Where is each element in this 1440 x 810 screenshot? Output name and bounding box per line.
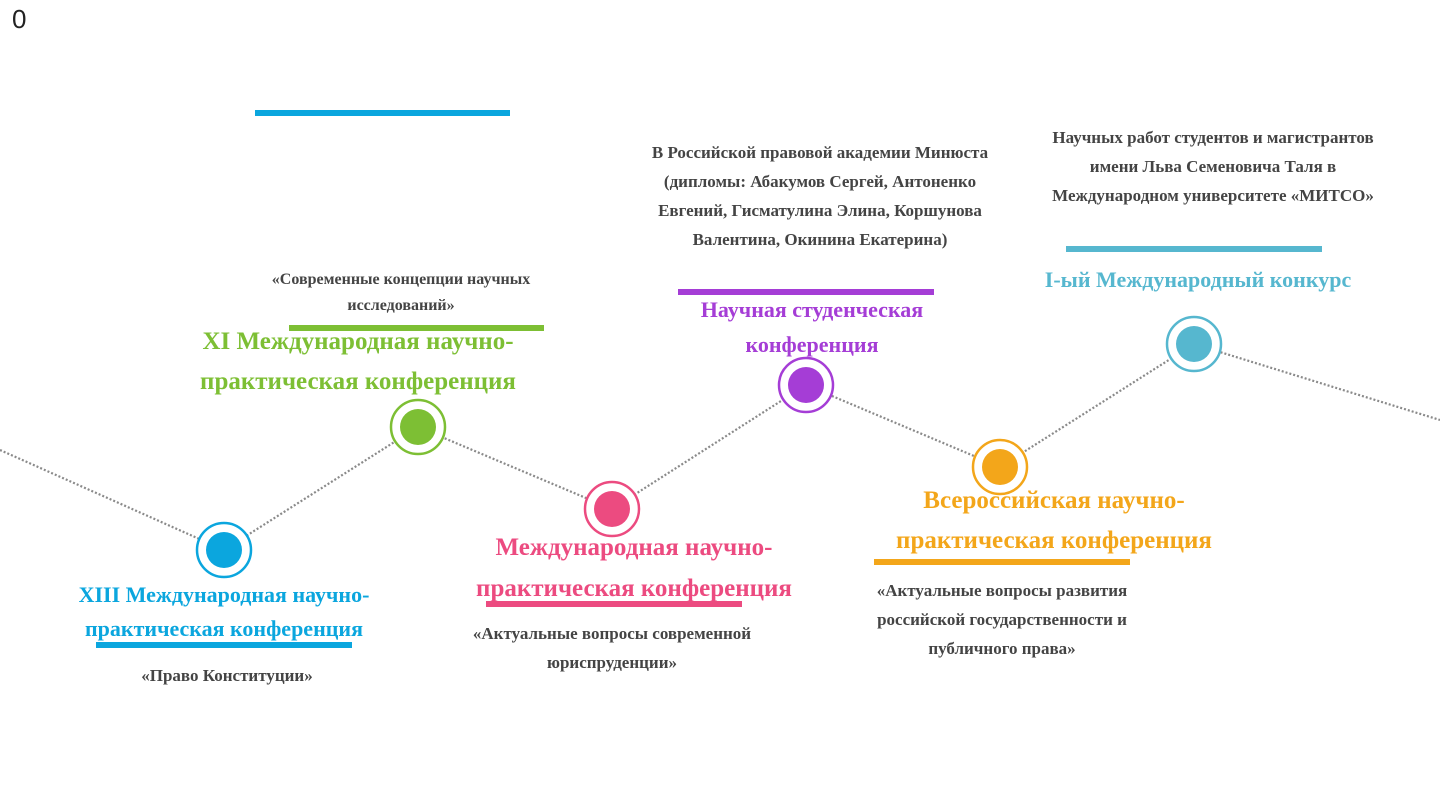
event-title-student: Научная студенческая конференция xyxy=(700,297,924,357)
event-description-xiii: «Право Конституции» xyxy=(141,666,313,685)
event-description-international: «Актуальные вопросы современной юриспруд… xyxy=(472,624,752,672)
decorative-bar xyxy=(255,110,510,116)
event-title-xiii: XIII Международная научно-практическая к… xyxy=(78,582,370,641)
event-underline-student xyxy=(678,289,934,295)
timeline-node-all-russian[interactable] xyxy=(971,438,1029,496)
event-title-all-russian: Всероссийская научно-практическая конфер… xyxy=(896,487,1212,554)
timeline-node-xi[interactable] xyxy=(389,398,447,456)
page-number: 0 xyxy=(12,4,27,34)
timeline-node-international[interactable] xyxy=(583,480,641,538)
event-title-xi: XI Международная научно-практическая кон… xyxy=(200,328,516,395)
timeline-node-contest[interactable] xyxy=(1165,315,1223,373)
timeline-node-student[interactable] xyxy=(777,356,835,414)
event-underline-all-russian xyxy=(874,559,1130,565)
event-underline-international xyxy=(486,601,742,607)
event-underline-xi xyxy=(289,325,544,331)
event-description-all-russian: «Актуальные вопросы развития российской … xyxy=(876,581,1128,658)
event-title-international: Международная научно-практическая конфер… xyxy=(476,534,792,602)
timeline-node-xiii[interactable] xyxy=(195,521,253,579)
event-underline-xiii xyxy=(96,642,352,648)
event-underline-contest xyxy=(1066,246,1322,252)
event-description-contest: Научных работ студентов и магистрантов и… xyxy=(1052,128,1374,205)
event-description-xi: «Современные концепции научных исследова… xyxy=(271,271,531,314)
event-title-contest: I-ый Международный конкурс xyxy=(1044,267,1352,292)
timeline-line xyxy=(0,342,1440,552)
event-description-student: В Российской правовой академии Минюста (… xyxy=(651,143,989,249)
